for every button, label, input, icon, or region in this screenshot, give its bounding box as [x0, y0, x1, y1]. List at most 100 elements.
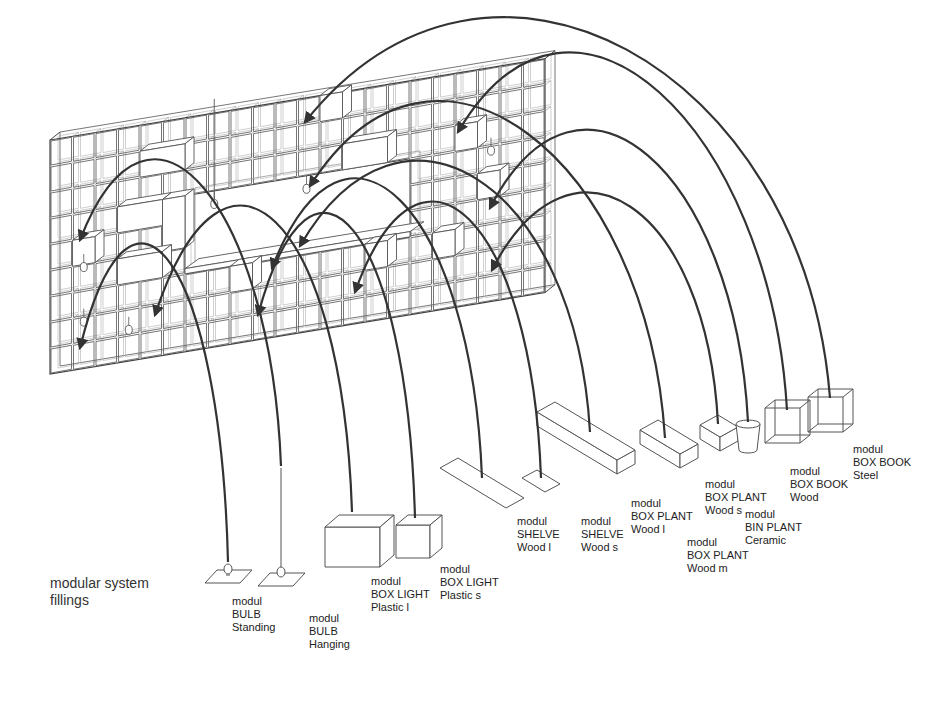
cell-front — [456, 175, 477, 203]
cell-front — [389, 264, 410, 292]
cell-back — [261, 125, 282, 153]
cell-back — [58, 262, 79, 290]
cell-front — [389, 290, 410, 318]
bulb-base — [226, 575, 230, 576]
cell-front — [231, 160, 252, 188]
placement-arc — [300, 161, 590, 432]
cell-back — [103, 281, 124, 309]
cell-front — [51, 215, 72, 243]
box-side — [185, 137, 194, 170]
cell-front — [119, 152, 140, 180]
bulb-rod — [281, 468, 282, 567]
cell-back — [508, 110, 529, 138]
placement-arc — [305, 17, 830, 398]
cell-front — [119, 126, 140, 154]
box-front — [118, 200, 163, 233]
cell-front — [434, 126, 455, 154]
cell-back — [193, 136, 214, 164]
placement-arc — [272, 178, 482, 478]
cell-front — [51, 241, 72, 269]
box-side — [478, 115, 487, 148]
cell-front — [231, 290, 252, 318]
box-side — [388, 130, 397, 163]
cell-front — [524, 112, 545, 140]
frame-edge — [50, 132, 60, 140]
module-label: modul BIN PLANT Ceramic — [745, 508, 811, 547]
bulb-wire — [83, 309, 84, 318]
cell-back — [508, 266, 529, 294]
bulb-wire — [214, 191, 215, 200]
placement-arcs — [80, 17, 830, 562]
cell-back — [171, 270, 192, 298]
cell-back — [328, 296, 349, 324]
cell-back — [508, 136, 529, 164]
cell-front — [321, 119, 342, 147]
box-light-front — [396, 525, 430, 558]
bulb-symbol — [277, 567, 285, 577]
module-label: modul SHELVE Wood l — [517, 515, 583, 554]
plant-box-rim — [537, 402, 635, 460]
cell-front — [276, 256, 297, 284]
cell-back — [283, 303, 304, 331]
module-label: modul BOX LIGHT Plastic s — [440, 563, 506, 602]
cell-front — [74, 186, 95, 214]
placement-arc — [490, 130, 748, 422]
cell-front — [74, 316, 95, 344]
cell-front — [434, 100, 455, 128]
plant-box-rim — [640, 420, 698, 454]
cell-front — [479, 275, 500, 303]
cell-front — [456, 253, 477, 281]
cell-front — [456, 71, 477, 99]
cell-front — [74, 160, 95, 188]
cell-front — [254, 156, 275, 184]
cell-front — [51, 137, 72, 165]
book-box-back — [818, 389, 853, 424]
cell-front — [231, 316, 252, 344]
cell-front — [254, 104, 275, 132]
cell-front — [231, 134, 252, 162]
diagram-title: modular system fillings — [50, 575, 158, 609]
book-box-back — [775, 400, 810, 435]
cell-back — [81, 155, 102, 183]
box-side — [163, 245, 172, 278]
cell-front — [74, 238, 95, 266]
placement-arc — [355, 202, 541, 478]
cell-front — [164, 327, 185, 355]
box-light-front — [325, 527, 380, 567]
cell-back — [418, 255, 439, 283]
cell-front — [321, 93, 342, 121]
cell-back — [193, 292, 214, 320]
box-side — [343, 85, 352, 118]
module-label: modul BULB Hanging — [309, 612, 375, 651]
box-front — [163, 196, 186, 252]
cell-front — [276, 282, 297, 310]
cell-front — [231, 108, 252, 136]
cell-back — [418, 151, 439, 179]
cell-back — [216, 314, 237, 342]
cell-back — [306, 274, 327, 302]
cell-front — [51, 189, 72, 217]
cell-front — [456, 123, 477, 151]
cell-back — [58, 340, 79, 368]
cell-back — [418, 125, 439, 153]
cell-front — [344, 297, 365, 325]
box-light-side — [430, 515, 442, 558]
frame-edge — [545, 285, 555, 293]
cell-front — [51, 319, 72, 347]
cell-back — [531, 81, 552, 109]
cell-back — [508, 188, 529, 216]
cell-front — [321, 275, 342, 303]
cell-front — [276, 126, 297, 154]
cell-front — [164, 301, 185, 329]
module-label: modul BOX BOOK Wood — [790, 465, 856, 504]
bulb-symbol — [125, 325, 132, 334]
bulb-symbol — [80, 263, 87, 272]
cell-back — [531, 263, 552, 291]
cell-front — [479, 197, 500, 225]
cell-front — [276, 308, 297, 336]
cell-back — [103, 333, 124, 361]
cell-front — [524, 268, 545, 296]
bulb-wire — [491, 138, 492, 147]
cell-front — [524, 86, 545, 114]
cell-front — [51, 163, 72, 191]
